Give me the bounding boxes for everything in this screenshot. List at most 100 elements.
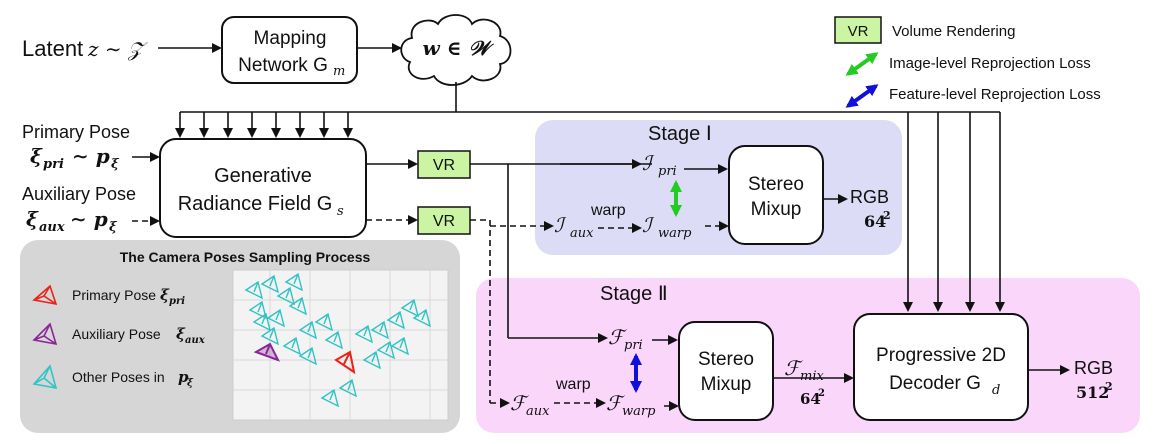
primary-pose-sym: ξ <box>30 144 43 168</box>
mapping-line2: Network G <box>238 55 328 76</box>
camera-pose-11 <box>324 330 344 350</box>
stage1-warp-label: warp <box>590 202 626 219</box>
camera-pose-9 <box>282 336 302 356</box>
stage1-out-sup: 2 <box>883 209 891 222</box>
stage2-out-label: RGB <box>1074 358 1113 378</box>
sampling-aux-sym: ξ <box>176 325 186 343</box>
stage1-title: Stage Ⅰ <box>648 123 712 145</box>
pose-scatter-plot <box>232 269 449 421</box>
aux-pose-marker <box>253 342 281 362</box>
camera-pose-17 <box>376 340 396 360</box>
generator-sub: s <box>337 204 344 219</box>
f-mix-sym: ℱ <box>784 356 803 380</box>
stage1-mixup-box <box>728 145 824 245</box>
f-aux-sym: ℱ <box>510 391 529 415</box>
f-pri-sub: pri <box>624 338 643 353</box>
vr-box-aux-text: VR <box>433 213 455 230</box>
f-aux-sub: aux <box>526 404 550 419</box>
f-warp-sym: ℱ <box>606 391 625 415</box>
camera-pose-23 <box>284 272 304 292</box>
decoder-line2: Decoder G <box>889 373 981 394</box>
camera-pose-22 <box>252 312 272 332</box>
sampling-other-label: Other Poses in <box>72 369 165 385</box>
stage2-mixup-line2: Mixup <box>701 374 752 395</box>
stage2-mixup-line1: Stereo <box>698 349 754 370</box>
i-pri-sub: pri <box>658 164 677 179</box>
primary-pose-dsub: ξ <box>111 157 120 172</box>
stage1-out-label: RGB <box>850 187 889 207</box>
mapping-sub: m <box>333 64 345 79</box>
sampling-primary-sym: ξ <box>160 286 170 304</box>
sampling-primary-sub: pri <box>169 296 185 307</box>
f-warp-sub: warp <box>622 404 656 419</box>
primary-pose-sub: pri <box>43 157 64 172</box>
sampling-title: The Camera Poses Sampling Process <box>120 249 371 265</box>
mapping-line1: Mapping <box>254 28 327 49</box>
i-warp-sub: warp <box>658 226 692 241</box>
vr-box-primary-text: VR <box>433 157 455 174</box>
camera-pose-18 <box>362 350 382 370</box>
camera-pose-8 <box>260 326 280 346</box>
camera-pose-13 <box>370 320 390 340</box>
stage2-title: Stage Ⅱ <box>600 283 668 305</box>
w-space-cloud <box>400 14 512 86</box>
camera-pose-3 <box>248 300 268 320</box>
stage2-panel <box>476 278 1140 433</box>
stage1-out-res: 64 <box>864 212 886 231</box>
primary-pose-label: Primary Pose <box>22 122 130 142</box>
camera-pose-21 <box>320 388 340 408</box>
stage2-warp-label: warp <box>555 376 591 393</box>
legend-vr-box <box>834 16 882 44</box>
generator-line2: Radiance Field G <box>178 193 333 215</box>
w-space-label: w ∈ 𝒲 <box>423 36 495 60</box>
sampling-aux-label: Auxiliary Pose <box>72 326 161 342</box>
camera-pose-15 <box>400 298 420 318</box>
legend-feature-loss-text: Feature-level Reprojection Loss <box>889 86 1101 103</box>
sampling-aux-sub: aux <box>185 335 206 346</box>
sampling-other-sub: ξ <box>187 378 194 389</box>
f-mix-res: 64 <box>800 390 821 408</box>
sampling-primary-label: Primary Pose <box>72 287 156 303</box>
aux-pose-label: Auxiliary Pose <box>22 184 136 204</box>
legend-vr-box-text: VR <box>848 23 869 40</box>
aux-pose-sym: ξ <box>26 207 39 231</box>
legend-feature-loss-arrow <box>845 84 879 108</box>
other-pose-icon <box>32 364 58 390</box>
stage1-mixup-line1: Stereo <box>748 174 804 195</box>
camera-pose-14 <box>386 310 406 330</box>
legend-vr-text: Volume Rendering <box>892 23 1015 40</box>
camera-pose-19 <box>390 336 410 356</box>
legend-image-loss-arrow <box>845 52 879 76</box>
camera-pose-6 <box>298 320 318 340</box>
camera-pose-5 <box>288 296 308 316</box>
camera-pose-10 <box>298 346 318 366</box>
camera-pose-1 <box>260 274 280 294</box>
latent-label: Latent <box>22 36 83 61</box>
primary-pose-icon <box>32 284 58 306</box>
i-aux-sub: aux <box>570 226 594 241</box>
latent-math: z ∼ 𝒵 <box>87 37 148 61</box>
generator-line1: Generative <box>214 165 312 187</box>
decoder-box <box>853 313 1029 421</box>
primary-pose-marker <box>334 350 356 375</box>
stage2-out-sup: 2 <box>1105 380 1113 393</box>
aux-pose-icon <box>32 322 58 346</box>
decoder-line1: Progressive 2D <box>876 345 1006 366</box>
camera-pose-20 <box>338 378 358 398</box>
f-mix-res-sup: 2 <box>818 388 825 399</box>
camera-pose-12 <box>354 324 374 344</box>
camera-pose-7 <box>314 312 334 332</box>
vr-box-primary <box>417 150 471 179</box>
generator-box <box>159 138 367 238</box>
f-mix-sub: mix <box>800 369 824 384</box>
camera-pose-0 <box>244 280 264 300</box>
sampling-other-sym: p <box>178 368 189 386</box>
stage2-mixup-box <box>678 321 774 421</box>
aux-pose-dist: ∼ p <box>70 207 108 231</box>
decoder-sub: d <box>992 383 1000 398</box>
mapping-network-box <box>221 16 358 84</box>
stage1-mixup-line2: Mixup <box>751 199 802 220</box>
camera-pose-4 <box>266 308 286 328</box>
aux-pose-sub: aux <box>39 220 65 235</box>
